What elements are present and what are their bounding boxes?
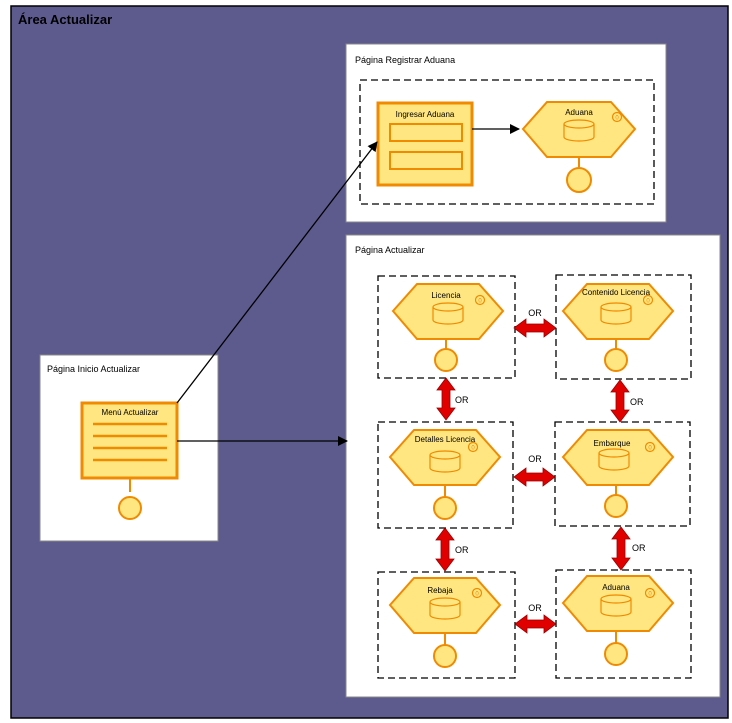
area-title: Área Actualizar: [18, 12, 112, 27]
entity-label: Rebaja: [427, 586, 453, 595]
or-arrow-rebaja-aduana: OR: [514, 603, 557, 634]
form-field: [389, 123, 463, 142]
database-icon: [432, 302, 464, 325]
entity-connector: [566, 167, 592, 193]
entity-label: Embarque: [594, 439, 631, 448]
entity-aduana-registrar: Aduana 0: [521, 101, 637, 193]
or-arrow-embarque-aduana: OR: [611, 526, 646, 571]
entity-licencia: Licencia 0: [391, 283, 505, 372]
or-arrow-detalles-rebaja: OR: [435, 527, 469, 572]
page-registrar-title: Página Registrar Aduana: [355, 55, 455, 65]
entity-badge: 0: [475, 592, 479, 598]
database-icon: [563, 119, 595, 142]
or-arrow-detalles-embarque: OR: [513, 454, 556, 487]
or-label: OR: [455, 545, 469, 555]
entity-aduana-actualizar: Aduana 0: [561, 575, 675, 666]
menu-actualizar-label: Menú Actualizar: [102, 408, 159, 417]
entity-connector: [604, 348, 628, 372]
entity-label: Detalles Licencia: [415, 435, 476, 444]
or-label: OR: [528, 308, 542, 318]
entity-connector: [433, 496, 457, 520]
entity-label: Contenido Licencia: [582, 288, 651, 297]
entity-connector: [433, 644, 457, 668]
ingresar-aduana-label: Ingresar Aduana: [396, 110, 455, 119]
or-label: OR: [528, 454, 542, 464]
ingresar-aduana-form: Ingresar Aduana: [376, 101, 474, 187]
page-actualizar: Página Actualizar Licencia 0 Contenido L…: [345, 234, 721, 698]
entity-rebaja: Rebaja 0: [388, 577, 502, 668]
entity-badge: 0: [471, 446, 475, 452]
entity-embarque: Embarque 0: [561, 429, 675, 518]
or-arrow-licencia-detalles: OR: [436, 377, 469, 421]
database-icon: [598, 448, 630, 471]
entity-label: Aduana: [565, 108, 593, 117]
entity-badge: 0: [615, 116, 619, 122]
entity-detalles-licencia: Detalles Licencia 0: [388, 429, 502, 520]
rebaja-group: [377, 571, 516, 679]
contenido-licencia-group: [555, 274, 692, 380]
entity-contenido-licencia: Contenido Licencia 0: [561, 283, 675, 372]
database-icon: [429, 597, 461, 620]
entity-label: Licencia: [431, 291, 461, 300]
entity-badge: 0: [648, 592, 652, 598]
entity-connector: [434, 348, 458, 372]
entity-badge: 0: [478, 299, 482, 305]
or-label: OR: [630, 397, 644, 407]
arrow-menu-to-registrar: [176, 141, 378, 404]
database-icon: [600, 594, 632, 617]
entity-label: Aduana: [602, 583, 630, 592]
page-inicio-actualizar: Página Inicio Actualizar Menú Actualizar: [39, 354, 219, 542]
page-registrar-aduana: Página Registrar Aduana Ingresar Aduana …: [345, 43, 667, 223]
database-icon: [429, 450, 461, 473]
page-actualizar-title: Página Actualizar: [355, 245, 425, 255]
entity-connector: [604, 642, 628, 666]
menu-connector: [118, 496, 142, 520]
or-label: OR: [632, 543, 646, 553]
page-inicio-title: Página Inicio Actualizar: [47, 364, 140, 374]
menu-actualizar-form: Menú Actualizar: [80, 401, 179, 520]
or-label: OR: [528, 603, 542, 613]
entity-connector: [604, 494, 628, 518]
embarque-group: [554, 421, 691, 527]
or-arrow-contenido-embarque: OR: [610, 379, 644, 423]
registrar-dashed-group: [359, 79, 655, 205]
form-field: [389, 151, 463, 170]
database-icon: [600, 302, 632, 325]
or-arrow-licencia-contenido: OR: [513, 308, 557, 338]
or-label: OR: [455, 395, 469, 405]
entity-badge: 0: [648, 446, 652, 452]
entity-badge: 0: [646, 299, 650, 305]
